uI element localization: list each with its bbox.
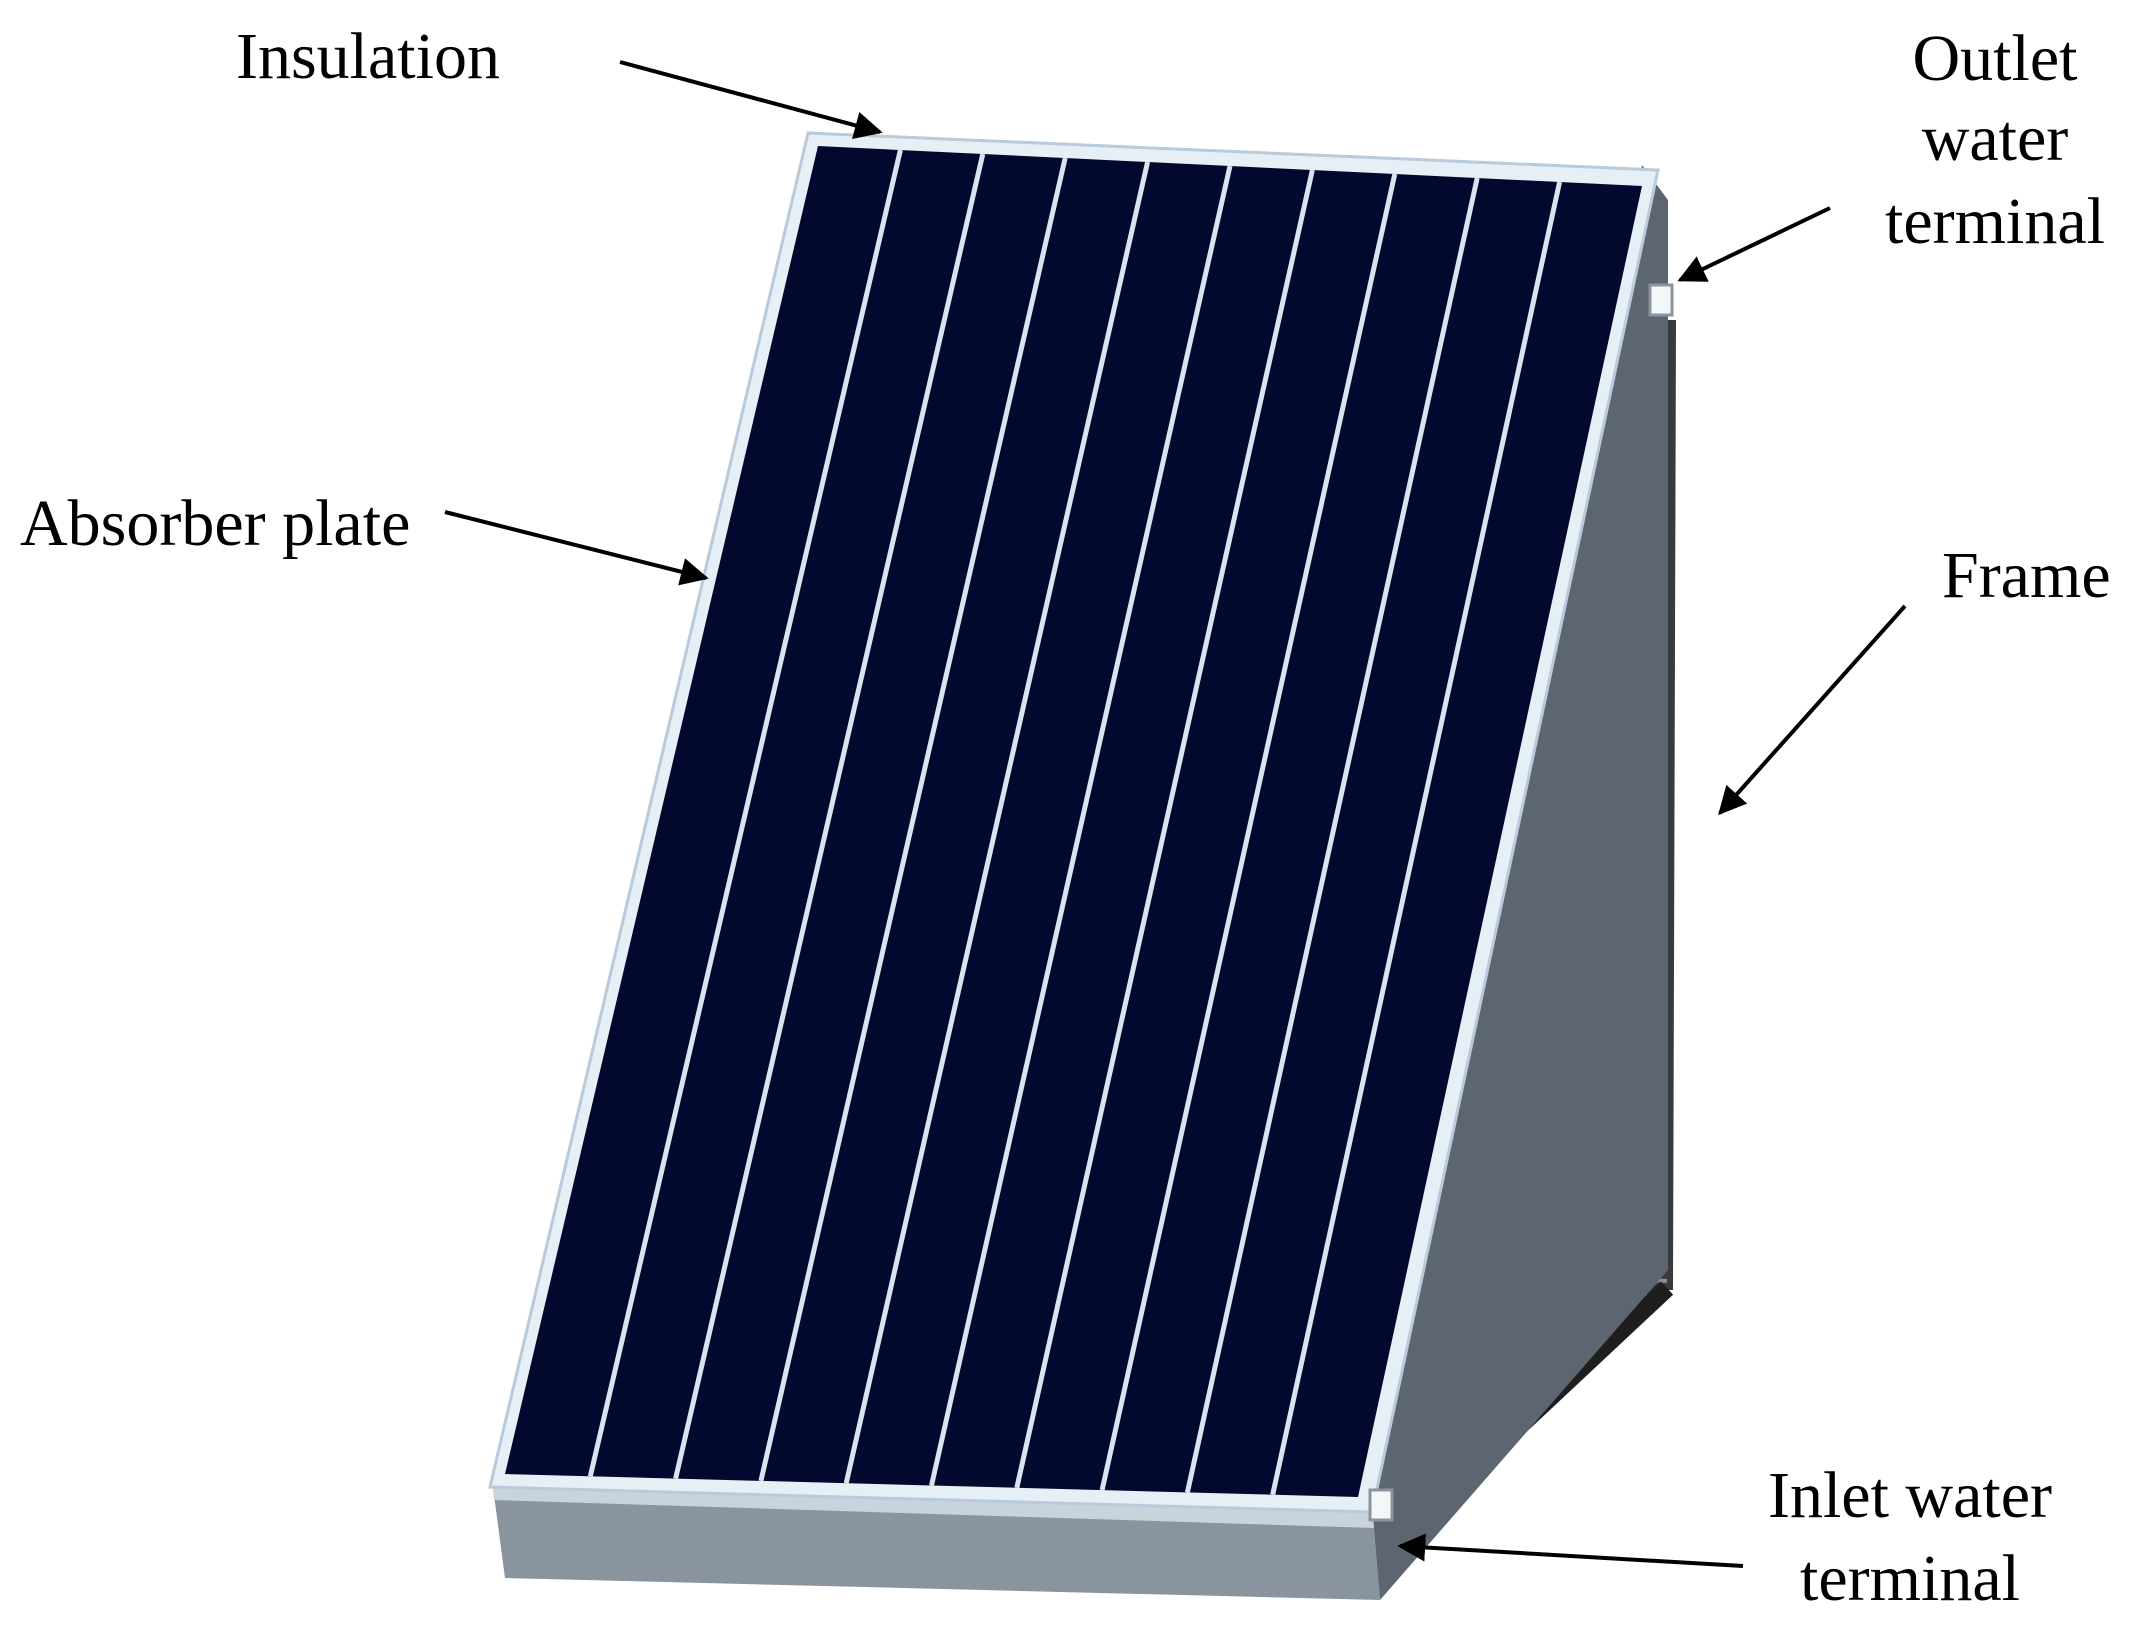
fin-line [1184,177,1480,1493]
fin-line [1270,181,1563,1496]
insulation-arrow [619,60,883,139]
insulation-label: Insulation [236,20,500,93]
frame-label: Frame [1942,539,2111,612]
callout-labels: Insulation Outlet water terminal Absorbe… [20,20,2111,1615]
absorber-fin-lines [587,149,1563,1496]
outlet-label-line3: terminal [1885,185,2105,258]
outlet-label-line1: Outlet [1913,22,2078,95]
fin-line [758,157,1068,1482]
absorber-plate [505,146,1642,1497]
inlet-label-line2: terminal [1800,1542,2020,1615]
fin-line [1099,173,1398,1491]
inlet-water-terminal-port [1368,1488,1394,1522]
absorber-plate-arrow [444,510,709,586]
fin-line [929,165,1233,1487]
frame-arrow [1718,604,1907,816]
fin-line [587,149,903,1477]
box-side-face [1372,165,1668,1600]
callout-arrows [444,60,1907,1568]
outlet-arrow [1677,206,1831,282]
absorber-plate-label: Absorber plate [20,487,410,560]
inlet-arrow [1397,1533,1744,1568]
outlet-label-line2: water [1922,102,2069,175]
inlet-label-line1: Inlet water [1768,1459,2052,1532]
fin-line [1014,169,1315,1489]
fin-line [673,153,986,1480]
outlet-water-terminal-port [1648,283,1674,317]
fin-line [843,161,1151,1484]
